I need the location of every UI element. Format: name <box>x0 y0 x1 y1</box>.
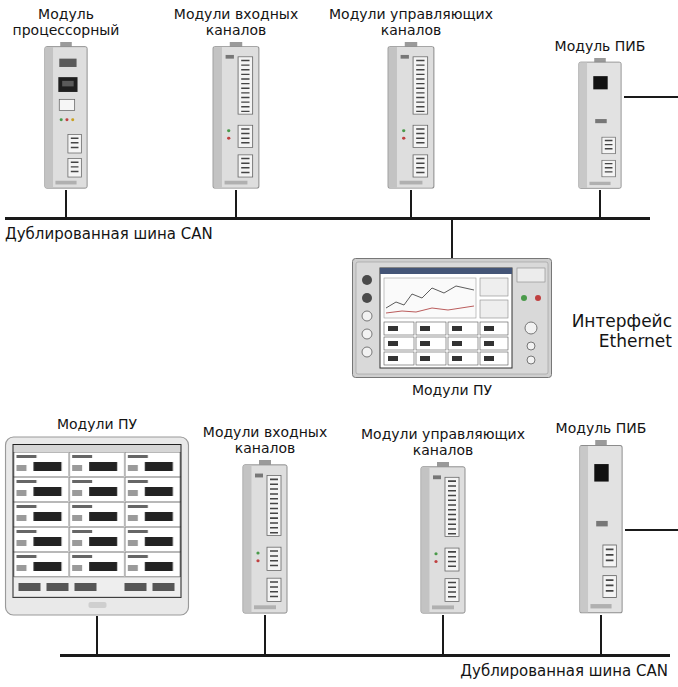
module-heading: Модуль процессорный <box>6 6 126 38</box>
can-bus: Дублированная шина CAN <box>60 654 670 657</box>
device-area <box>577 440 625 615</box>
bus-connector <box>599 190 601 217</box>
device-area <box>385 42 437 190</box>
device-area <box>352 258 552 378</box>
device-area <box>240 460 290 615</box>
device-area <box>418 462 468 615</box>
input-module-picture <box>213 42 259 188</box>
control-panel-picture <box>353 259 552 378</box>
bus-connector <box>264 615 266 654</box>
pib-module-picture <box>580 440 622 613</box>
device-area <box>576 58 624 190</box>
module-heading: Модули ПУ <box>412 382 492 398</box>
device-area <box>5 436 190 616</box>
input-module: Модули входных каналов <box>161 6 311 190</box>
interface-label: Интерфейс Ethernet <box>562 312 672 351</box>
bus-connector <box>442 615 444 654</box>
processor-module: Модуль процессорный <box>6 6 126 190</box>
control-module-picture <box>421 462 465 613</box>
module-heading: Модули управляющих каналов <box>326 6 496 38</box>
bus-connector <box>65 190 67 217</box>
device-area <box>42 42 90 190</box>
ethernet-line <box>624 96 678 98</box>
module-heading: Модуль ПИБ <box>555 38 646 54</box>
input-module: Модули входных каналов <box>190 424 340 615</box>
bus-connector <box>410 190 412 217</box>
pib-module: Модуль ПИБ <box>546 420 656 615</box>
touch-panel-picture <box>6 437 189 615</box>
processor-module-picture <box>45 42 87 188</box>
control-panel-module: Модули ПУ <box>352 258 552 398</box>
module-heading: Модули входных каналов <box>190 424 340 456</box>
ethernet-line <box>625 529 678 531</box>
module-illustration <box>6 42 623 615</box>
touch-panel-module: Модули ПУ <box>2 416 192 616</box>
pib-module-picture <box>579 58 621 188</box>
module-heading: Модули управляющих каналов <box>358 426 528 458</box>
bus-connector <box>235 190 237 217</box>
can-bus: Дублированная шина CAN <box>5 217 650 220</box>
bus-label: Дублированная шина CAN <box>460 663 668 680</box>
bus-connector <box>600 615 602 654</box>
control-module: Модули управляющих каналов <box>326 6 496 190</box>
module-heading: Модуль ПИБ <box>556 420 647 436</box>
input-module-picture <box>243 460 287 613</box>
module-heading: Модули входных каналов <box>161 6 311 38</box>
pib-module: Модуль ПИБ <box>545 38 655 190</box>
control-module: Модули управляющих каналов <box>358 426 528 615</box>
bus-connector <box>96 616 98 654</box>
bus-label: Дублированная шина CAN <box>5 226 213 243</box>
module-heading: Модули ПУ <box>57 416 137 432</box>
control-module-picture <box>388 42 434 188</box>
bus-connector <box>451 220 453 258</box>
device-area <box>210 42 262 190</box>
